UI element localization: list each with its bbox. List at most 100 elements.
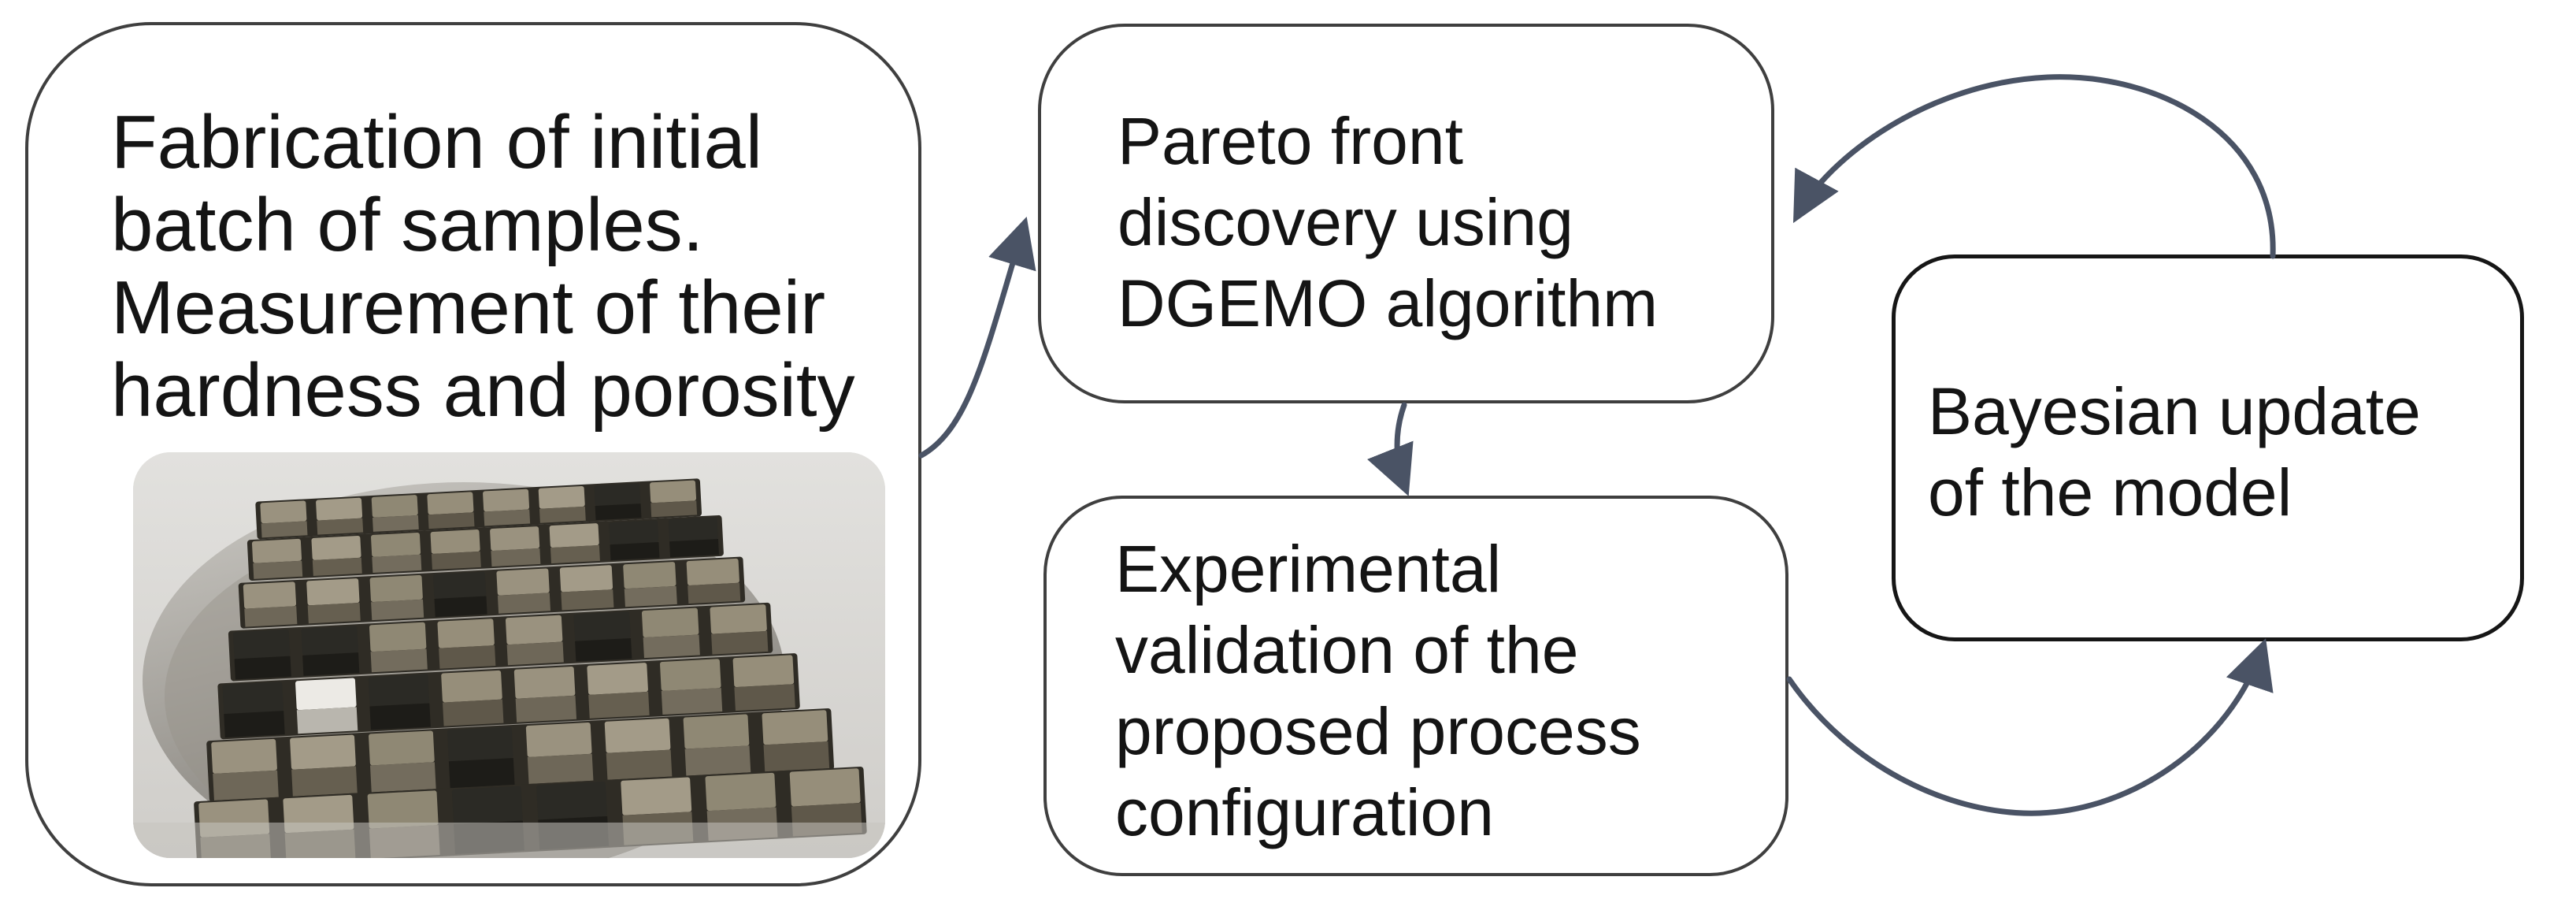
node-pareto-line-3: DGEMO algorithm	[1118, 266, 1659, 340]
sample-cube-front	[296, 707, 358, 734]
sample-cube-front	[372, 554, 422, 574]
cube-row-slot	[246, 515, 724, 581]
foreground-blur	[133, 823, 885, 858]
cube-row-slot	[255, 478, 702, 540]
node-pareto-label: Pareto front discovery using DGEMO algor…	[1118, 101, 1658, 344]
sample-cube-top	[260, 500, 307, 524]
sample-cube-top	[668, 517, 718, 542]
sample-cube-top	[710, 604, 767, 634]
sample-cube-top	[369, 574, 423, 603]
sample-cube-top	[232, 629, 291, 659]
sample-cube-front	[606, 749, 673, 780]
sample-cube-top	[594, 483, 641, 506]
sample-cube-top	[316, 497, 363, 521]
sample-cube-top	[290, 734, 356, 770]
sample-cube-top	[660, 659, 721, 691]
sample-cube-front	[643, 634, 700, 659]
sample-cube-front	[539, 506, 586, 523]
sample-cube-top	[604, 718, 671, 753]
sample-cube-front	[370, 648, 428, 673]
sample-cube-top	[295, 678, 357, 711]
sample-cube-top	[609, 520, 659, 545]
sample-cube-top	[243, 581, 297, 609]
sample-cube-front	[372, 515, 419, 532]
sample-cube-top	[369, 730, 435, 766]
sample-cube-front	[307, 602, 361, 624]
sample-cube-front	[561, 589, 614, 611]
sample-cube-top	[650, 480, 697, 503]
sample-cube-top	[447, 726, 513, 762]
node-fabrication-line-4: hardness and porosity	[111, 348, 855, 433]
sample-cube-top	[683, 714, 750, 749]
samples-photo-graphic	[133, 452, 885, 858]
sample-cube-front	[312, 557, 362, 576]
sample-cube-top	[306, 578, 360, 606]
samples-photo	[133, 452, 885, 858]
sample-cube-front	[484, 509, 531, 526]
sample-cube-top	[441, 670, 502, 703]
arrow-validation-to-bayesian	[1786, 638, 2274, 816]
sample-cube-top	[437, 619, 495, 648]
node-pareto-line-1: Pareto front	[1118, 104, 1463, 178]
arrow-fabrication-to-pareto	[918, 216, 1036, 459]
sample-cube-front	[431, 551, 481, 570]
sample-cube-front	[371, 599, 424, 621]
node-validation-line-4: configuration	[1115, 775, 1494, 849]
sample-cube-top	[525, 722, 592, 757]
sample-cube-top	[427, 492, 474, 515]
sample-cube-front	[428, 512, 475, 529]
sample-cube-top	[705, 772, 777, 812]
sample-cube-front	[506, 641, 564, 666]
sample-cube-front	[224, 711, 285, 738]
sample-cube-front	[661, 688, 723, 715]
sample-cube-front	[234, 656, 291, 680]
sample-cube-front	[261, 521, 308, 538]
sample-cube-front	[763, 741, 830, 772]
sample-cube-front	[684, 745, 751, 776]
sample-cube-front	[624, 585, 677, 607]
sample-cube-front	[669, 539, 719, 558]
sample-cube-top	[587, 663, 648, 695]
node-bayesian-line-1: Bayesian update	[1928, 374, 2421, 448]
sample-cube-front	[448, 758, 515, 789]
sample-cube-front	[734, 684, 795, 711]
sample-cube-front	[439, 645, 496, 669]
sample-cube-top	[536, 782, 607, 820]
sample-cube-front	[291, 766, 358, 797]
sample-cube-front	[575, 637, 632, 662]
node-validation-line-2: validation of the	[1115, 613, 1579, 687]
node-pareto-front: Pareto front discovery using DGEMO algor…	[1038, 24, 1774, 403]
sample-cube-top	[496, 568, 550, 596]
node-fabrication-line-1: Fabrication of initial	[111, 100, 763, 184]
sample-cube-top	[621, 777, 692, 815]
sample-cube-top	[762, 710, 828, 745]
sample-cube-top	[251, 538, 302, 563]
sample-cube-top	[483, 489, 530, 512]
arrow-pareto-to-validation	[1367, 402, 1414, 496]
sample-cube-front	[688, 582, 741, 604]
sample-cube-top	[371, 532, 421, 557]
sample-cube-front	[253, 560, 303, 579]
cube-row-slot	[228, 602, 773, 682]
sample-cube-top	[490, 526, 540, 551]
node-bayesian-update: Bayesian update of the model	[1892, 254, 2524, 641]
sample-cube-top	[311, 535, 361, 560]
sample-cube-top	[367, 790, 439, 829]
sample-cube-top	[505, 615, 563, 645]
sample-cube-front	[443, 699, 504, 726]
sample-cube-front	[491, 548, 541, 567]
sample-cube-top	[686, 558, 739, 585]
node-fabrication: Fabrication of initial batch of samples.…	[25, 22, 921, 886]
sample-cube-top	[513, 666, 576, 699]
sample-cube-front	[369, 703, 431, 730]
sample-cube-front	[610, 541, 660, 561]
sample-cube-top	[211, 738, 277, 774]
sample-cube-top	[573, 611, 631, 641]
sample-cube-top	[623, 562, 676, 589]
cube-row-slot	[206, 708, 835, 803]
sample-cube-front	[588, 691, 650, 719]
node-pareto-line-2: discovery using	[1118, 185, 1573, 259]
sample-cube-front	[497, 593, 551, 614]
sample-cube-front	[550, 544, 600, 564]
sample-cube-front	[302, 652, 360, 676]
